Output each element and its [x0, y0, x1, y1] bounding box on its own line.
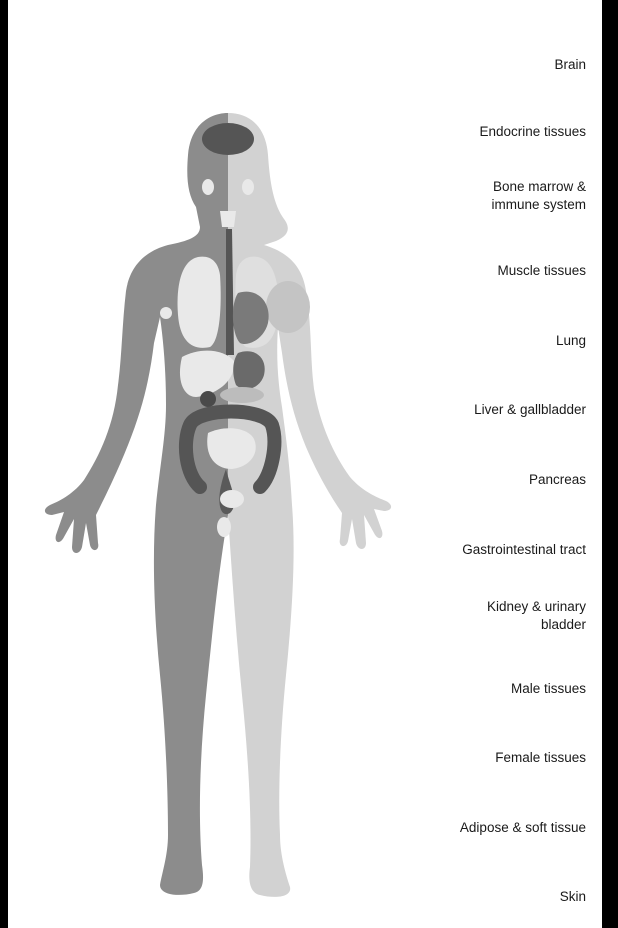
brain-shape: [202, 123, 254, 155]
male-body-half: [45, 113, 228, 895]
tissue-label-adipose[interactable]: Adipose & soft tissue: [386, 819, 586, 837]
tissue-label-brain[interactable]: Brain: [386, 56, 586, 74]
thyroid-shape: [220, 211, 236, 227]
male-body-silhouette: [45, 113, 228, 895]
lung-left-shape: [178, 257, 221, 348]
tissue-label-kidney-bladder[interactable]: Kidney & urinary bladder: [386, 598, 586, 634]
female-body-half: [228, 113, 391, 897]
eye-left-shape: [202, 179, 214, 195]
pancreas-shape: [220, 387, 264, 403]
tissue-label-pancreas[interactable]: Pancreas: [386, 471, 586, 489]
female-body-silhouette: [228, 113, 391, 897]
tissue-label-female[interactable]: Female tissues: [386, 749, 586, 767]
nipple-left-shape: [160, 307, 172, 319]
tissue-label-endocrine[interactable]: Endocrine tissues: [386, 123, 586, 141]
breast-shape: [266, 281, 310, 333]
tissue-label-male[interactable]: Male tissues: [386, 680, 586, 698]
tissue-label-liver-gallbladder[interactable]: Liver & gallbladder: [386, 401, 586, 419]
human-body-illustration: [28, 95, 418, 905]
tissue-label-gastrointestinal[interactable]: Gastrointestinal tract: [386, 541, 586, 559]
tissue-label-skin[interactable]: Skin: [386, 888, 586, 906]
testis-shape: [217, 517, 231, 537]
tissue-label-lung[interactable]: Lung: [386, 332, 586, 350]
eye-right-shape: [242, 179, 254, 195]
gallbladder-shape: [200, 391, 216, 407]
bladder-shape: [220, 490, 244, 508]
tissue-label-bone-marrow-immune[interactable]: Bone marrow & immune system: [386, 178, 586, 214]
tissue-label-muscle[interactable]: Muscle tissues: [386, 262, 586, 280]
diagram-panel: R: [8, 0, 602, 928]
